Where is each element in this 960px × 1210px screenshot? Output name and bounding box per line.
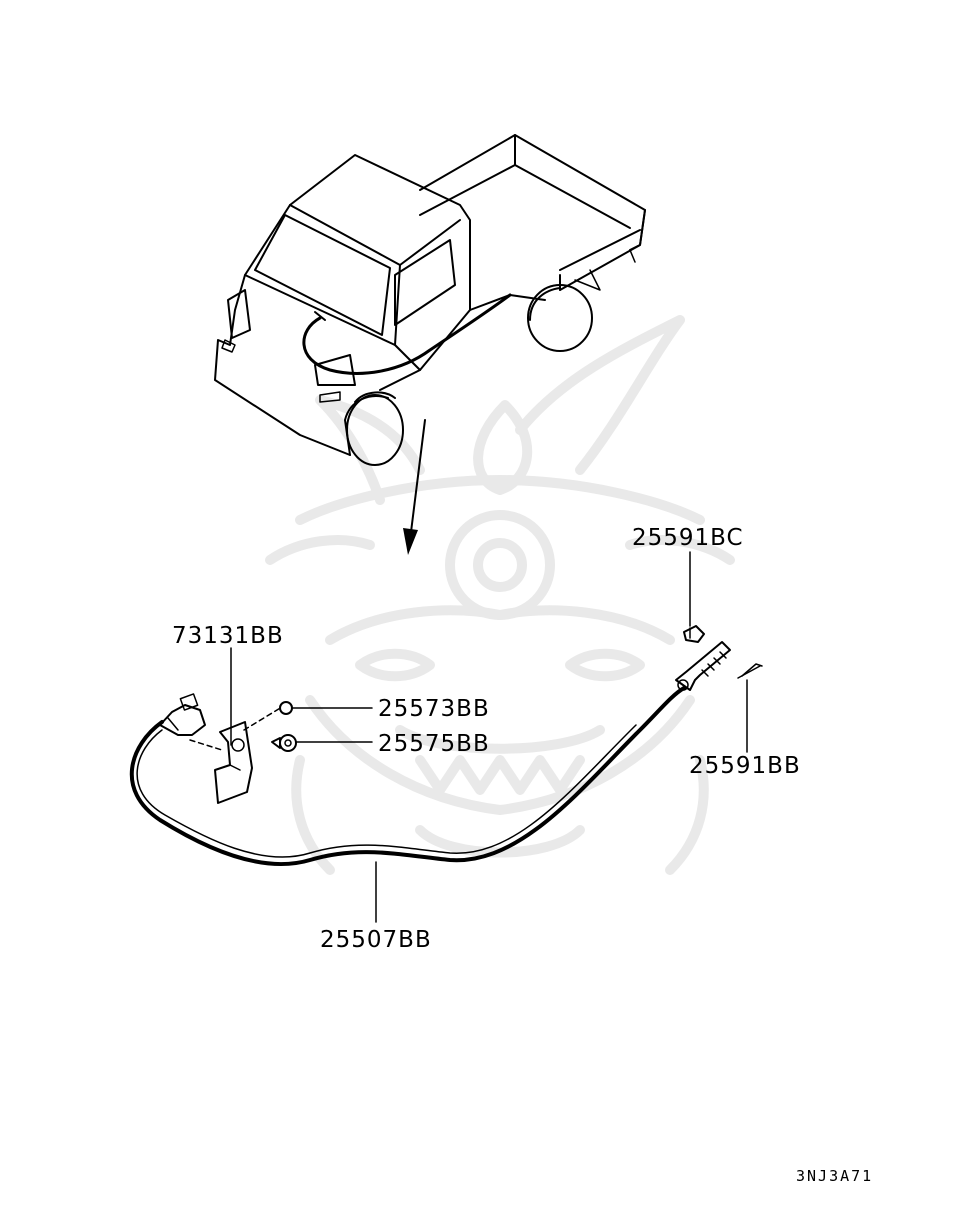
leader-lines <box>230 551 748 923</box>
part-label-73131bb: 73131BB <box>172 623 284 649</box>
part-label-25591bc: 25591BC <box>632 525 744 551</box>
truck-illustration <box>214 134 646 466</box>
part-label-25575bb: 25575BB <box>378 731 490 757</box>
diagram-code: 3NJ3A71 <box>796 1167 873 1185</box>
down-arrow-icon <box>403 419 426 555</box>
bracket-part <box>214 721 253 804</box>
cable-handle-fitting <box>159 693 283 751</box>
samurai-helmet-icon <box>265 315 735 875</box>
cable-part <box>129 641 731 866</box>
clip-part <box>683 625 705 643</box>
bolt-part <box>271 734 297 752</box>
part-label-25591bb: 25591BB <box>689 753 801 779</box>
part-label-25507bb: 25507BB <box>320 927 432 953</box>
nut-part <box>279 701 293 715</box>
part-label-25573bb: 25573BB <box>378 696 490 722</box>
pin-part <box>737 663 763 679</box>
